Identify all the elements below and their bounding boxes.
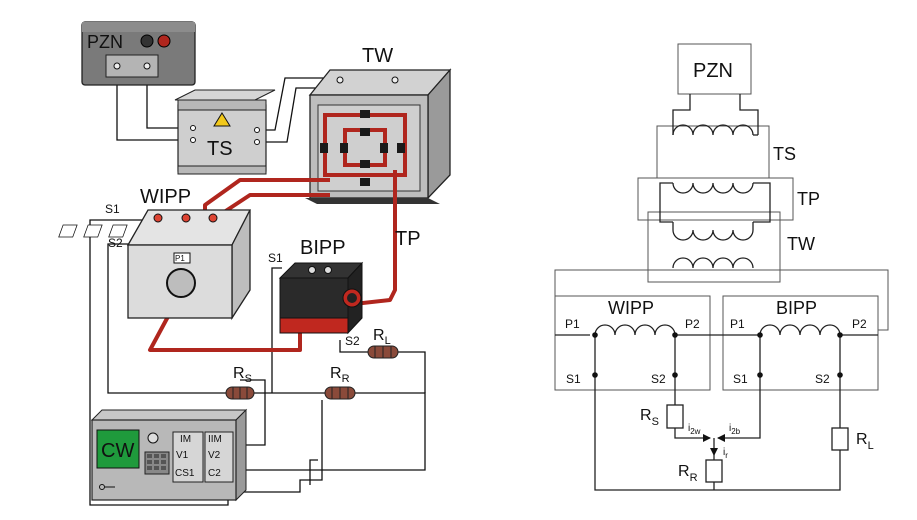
- schematic-rl-label: R: [856, 431, 868, 448]
- ir-arrow-icon: [710, 448, 718, 456]
- tp-label: TP: [395, 228, 421, 250]
- resistor-rs: RS: [225, 365, 255, 400]
- rs-label: R: [233, 365, 245, 382]
- warning-icon: [213, 112, 231, 127]
- svg-text:RS: RS: [640, 407, 659, 428]
- pzn-label: PZN: [87, 32, 123, 52]
- i2b-arrow-icon: [717, 434, 725, 442]
- bipp-device: BIPP: [278, 237, 364, 335]
- bipp-s1-label: S1: [268, 251, 283, 265]
- wipp-s2-label: S2: [108, 236, 123, 250]
- schematic-i2w-sub: 2w: [690, 427, 700, 436]
- wipp-p1-label: P1: [175, 254, 185, 263]
- cw-label: CW: [101, 440, 134, 462]
- resistor-rl: RL: [367, 327, 399, 359]
- schematic-wipp-p2: P2: [685, 317, 700, 331]
- rr-label: R: [330, 365, 342, 382]
- rl-label: R: [373, 327, 385, 344]
- schematic-wipp-label: WIPP: [608, 298, 654, 318]
- resistor-rr: RR: [324, 365, 356, 400]
- cw-v2-label: V2: [208, 450, 221, 461]
- svg-text:RR: RR: [330, 365, 350, 385]
- schematic-wipp-p1: P1: [565, 317, 580, 331]
- schematic-rr-label: R: [678, 463, 690, 480]
- cw-instrument: CW IM IIM V1 V2 CS1 C2: [90, 408, 248, 502]
- schematic-ts-label: TS: [773, 144, 796, 164]
- rr-sub: R: [342, 373, 350, 385]
- schematic-rl: [831, 427, 849, 451]
- i2w-arrow-icon: [703, 434, 711, 442]
- schematic-rs: [666, 404, 684, 429]
- schematic-rr: [705, 459, 723, 483]
- schematic-rl-sub: L: [868, 440, 874, 452]
- schematic-tw-label: TW: [787, 234, 815, 254]
- bipp-label: BIPP: [300, 237, 346, 259]
- schematic-bipp-p2: P2: [852, 317, 867, 331]
- bipp-s2-label: S2: [345, 334, 360, 348]
- schematic-wipp-s1: S1: [566, 372, 581, 386]
- wipp-s1-label: S1: [105, 202, 120, 216]
- schematic-rr-sub: R: [690, 472, 698, 484]
- schematic-bipp-label: BIPP: [776, 298, 817, 318]
- cw-c2-label: C2: [208, 468, 221, 479]
- rl-sub: L: [385, 335, 391, 347]
- svg-text:RL: RL: [373, 327, 391, 347]
- tw-label: TW: [362, 45, 393, 67]
- svg-text:RS: RS: [233, 365, 252, 385]
- ts-label: TS: [207, 138, 233, 160]
- svg-text:RR: RR: [678, 463, 698, 484]
- cw-iim-label: IIM: [208, 434, 222, 445]
- svg-text:i2w: i2w: [688, 423, 701, 436]
- schematic-bipp-p1: P1: [730, 317, 745, 331]
- schematic-bipp-s1: S1: [733, 372, 748, 386]
- svg-text:i2b: i2b: [729, 423, 741, 436]
- schematic-nodes: [592, 332, 843, 378]
- wipp-device: P1 WIPP: [58, 186, 252, 321]
- svg-text:ir: ir: [723, 447, 728, 460]
- pzn-device: PZN: [81, 21, 196, 86]
- schematic-rs-sub: S: [652, 416, 659, 428]
- schematic-tp-label: TP: [797, 189, 820, 209]
- schematic-ir-label: i: [723, 447, 725, 458]
- schematic-wipp-s2: S2: [651, 372, 666, 386]
- schematic-wiring: [555, 94, 878, 491]
- cw-im-label: IM: [180, 434, 191, 445]
- svg-text:RL: RL: [856, 431, 874, 452]
- cw-cs1-label: CS1: [175, 468, 195, 479]
- ts-transformer: TS: [174, 89, 276, 175]
- schematic-bipp-s2: S2: [815, 372, 830, 386]
- schematic-pzn-label: PZN: [693, 60, 733, 82]
- rs-sub: S: [245, 373, 252, 385]
- schematic-rs-label: R: [640, 407, 652, 424]
- schematic-i2b-sub: 2b: [731, 427, 740, 436]
- cw-dial-icon: [147, 432, 159, 444]
- schematic-i2w-label: i: [688, 423, 690, 434]
- cw-v1-label: V1: [176, 450, 189, 461]
- schematic-ir-sub: r: [725, 451, 728, 460]
- schematic-frames: [554, 43, 889, 391]
- wipp-label: WIPP: [140, 186, 191, 208]
- schematic-i2b-label: i: [729, 423, 731, 434]
